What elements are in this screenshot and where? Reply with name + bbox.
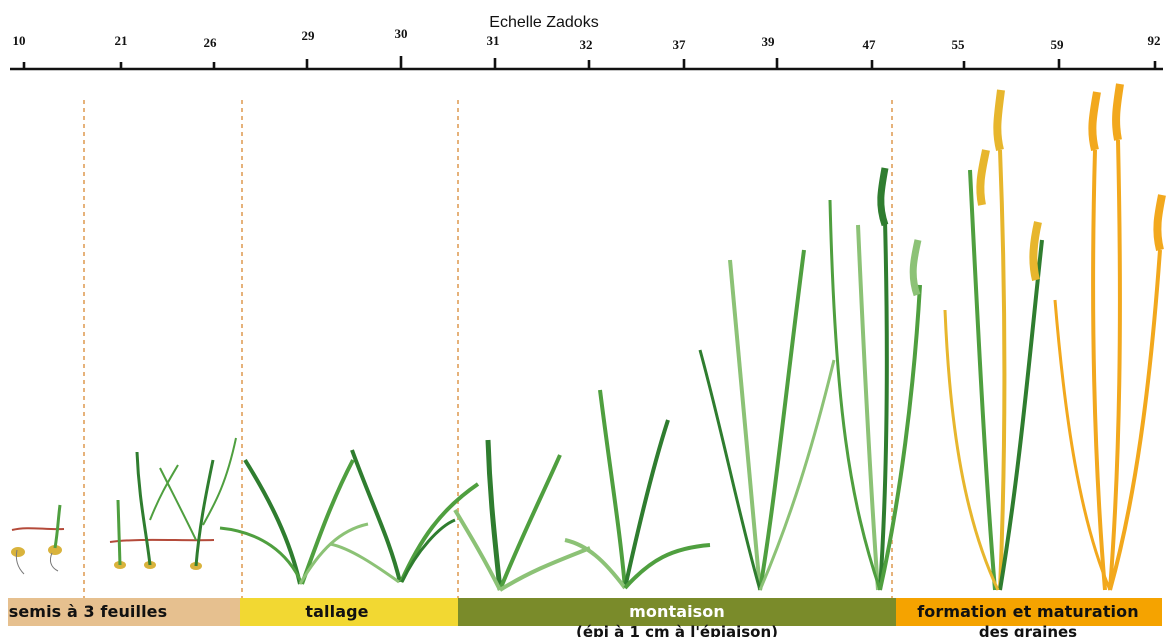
wheat-ear-icon — [993, 89, 1005, 151]
stem-elongation-illustration — [453, 167, 922, 592]
scale-title: Echelle Zadoks — [489, 14, 598, 31]
scale-tick-label-30: 30 — [395, 26, 408, 41]
scale-tick-label-47: 47 — [863, 37, 877, 52]
stage-dividers — [83, 100, 893, 598]
scale-tick-label-31: 31 — [487, 33, 500, 48]
scale-tick-label-10: 10 — [13, 33, 26, 48]
scale-tick-label-21: 21 — [115, 33, 128, 48]
stage-band-tallage — [240, 598, 458, 626]
scale-tick-label-29: 29 — [302, 28, 316, 43]
wheat-ear-icon — [976, 149, 990, 206]
stage-band: semis à 3 feuilles tallage montaison for… — [8, 598, 1162, 626]
tillering-illustration — [219, 449, 480, 585]
scale-tick-label-37: 37 — [673, 37, 687, 52]
seed-stage-illustration — [11, 437, 237, 575]
maturation-subtitle: des graines — [979, 623, 1077, 637]
grain-maturation-illustration — [943, 83, 1166, 591]
stage-label-semis: semis à 3 feuilles — [9, 602, 168, 621]
seed-icon — [11, 547, 25, 557]
wheat-ear-icon — [1088, 91, 1101, 151]
scale-tick-label-32: 32 — [580, 37, 593, 52]
stage-band-montaison — [458, 598, 896, 626]
stage-band-maturation — [896, 598, 1162, 626]
wheat-ear-icon — [909, 239, 922, 297]
scale-tick-label-59: 59 — [1051, 37, 1065, 52]
montaison-subtitle: (épi à 1 cm à l'épiaison) — [576, 623, 778, 637]
stage-label-tallage: tallage — [305, 602, 368, 621]
scale-tick-label-92: 92 — [1148, 33, 1161, 48]
stage-label-maturation: formation et maturation — [917, 602, 1138, 621]
scale-tick-label-39: 39 — [762, 34, 776, 49]
stage-label-montaison: montaison — [629, 602, 725, 621]
scale-tick-label-55: 55 — [952, 37, 966, 52]
wheat-ear-icon — [1112, 83, 1124, 141]
stage-band-semis — [8, 598, 240, 626]
seed-icon — [48, 545, 62, 555]
wheat-ear-icon — [877, 167, 889, 227]
zadoks-scale: Echelle Zadoks 10 21 26 29 30 31 32 37 3… — [10, 14, 1163, 71]
wheat-ear-icon — [1153, 194, 1166, 251]
plant-illustrations — [11, 83, 1166, 592]
scale-tick-label-26: 26 — [204, 35, 218, 50]
wheat-ear-icon — [1029, 221, 1042, 281]
